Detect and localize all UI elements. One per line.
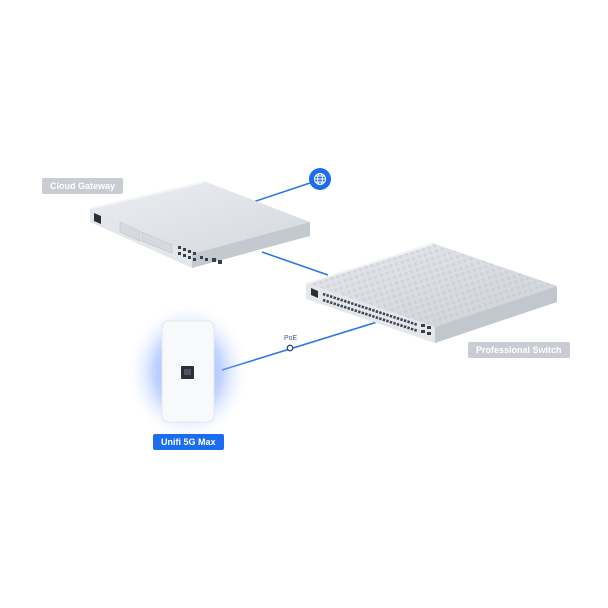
cloud-gateway-device[interactable] (90, 181, 310, 268)
professional-switch-label: Professional Switch (468, 342, 570, 358)
access-point-group[interactable] (126, 302, 250, 442)
access-point-label: Unifi 5G Max (153, 434, 224, 450)
poe-junction-dot (286, 344, 294, 352)
gateway-port-block (178, 246, 222, 264)
link-gateway-switch (261, 251, 329, 276)
internet-node[interactable] (309, 168, 331, 190)
globe-icon (314, 173, 326, 185)
professional-switch-device[interactable] (306, 243, 557, 343)
poe-label: PoE (284, 335, 298, 342)
switch-port-rows (322, 292, 431, 335)
link-switch-ap (221, 317, 391, 371)
cloud-gateway-label: Cloud Gateway (42, 178, 124, 194)
